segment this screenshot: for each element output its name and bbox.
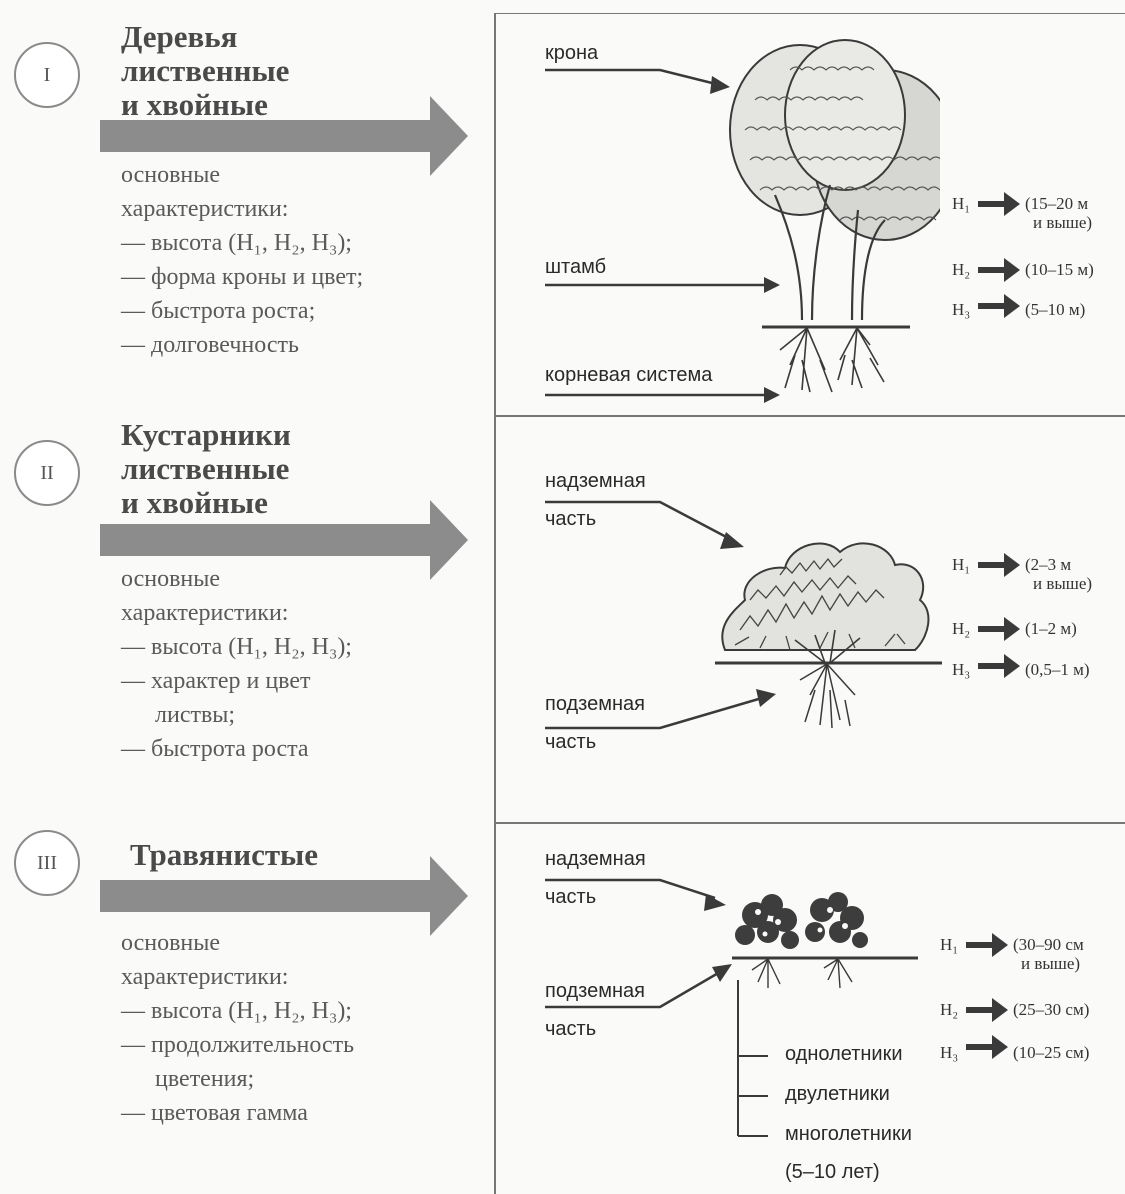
group-1-numeral: I (14, 42, 80, 108)
lifespan-annual: однолетники (785, 1043, 903, 1066)
group-2-title: Кустарники лиственные и хвойные (121, 418, 291, 520)
herb-h1-label: H₁ (940, 935, 958, 955)
herb-height-arrows (964, 930, 1014, 1065)
lifespan-perennial-years: (5–10 лет) (785, 1161, 880, 1184)
herb-h1-value: (30–90 см и выше) (1013, 935, 1084, 973)
tree-h2-value: (10–15 м) (1025, 260, 1094, 279)
tree-height-arrows (976, 190, 1026, 320)
tree-h3-label: H₃ (952, 300, 970, 320)
shrub-h3-value: (0,5–1 м) (1025, 660, 1090, 679)
tree-h1-label: H₁ (952, 194, 970, 214)
group-3-characteristics: основные характеристики: — высота (H₁, H… (121, 926, 354, 1130)
shrub-h1-label: H₁ (952, 555, 970, 575)
lifespan-perennial: многолетники (785, 1123, 912, 1146)
group-1-title: Деревья лиственные и хвойные (121, 20, 289, 122)
group-2-numeral: II (14, 440, 80, 506)
herb-h2-value: (25–30 см) (1013, 1000, 1089, 1019)
herb-h3-value: (10–25 см) (1013, 1043, 1089, 1062)
shrub-height-arrows (976, 550, 1026, 680)
group-3-title: Травянистые (130, 838, 318, 872)
tree-h1-value: (15–20 м и выше) (1025, 194, 1092, 232)
shrub-h2-value: (1–2 м) (1025, 619, 1077, 638)
shrub-h1-value: (2–3 м и выше) (1025, 555, 1092, 593)
tree-illustration (540, 20, 940, 410)
panel-divider-2 (494, 822, 1125, 824)
shrub-illustration (540, 440, 950, 740)
tree-h3-value: (5–10 м) (1025, 300, 1085, 319)
herb-h2-label: H₂ (940, 1000, 958, 1020)
group-3-numeral: III (14, 830, 80, 896)
lifespan-biennial: двулетники (785, 1083, 890, 1106)
tree-h2-label: H₂ (952, 260, 970, 280)
panel-divider-1 (494, 415, 1125, 417)
panel-left-border (494, 13, 496, 1194)
shrub-h3-label: H₃ (952, 660, 970, 680)
group-2-characteristics: основные характеристики: — высота (H₁, H… (121, 562, 352, 766)
panel-top-border (494, 13, 1125, 14)
shrub-h2-label: H₂ (952, 619, 970, 639)
group-1-characteristics: основные характеристики: — высота (H₁, H… (121, 158, 363, 362)
herb-h3-label: H₃ (940, 1043, 958, 1063)
